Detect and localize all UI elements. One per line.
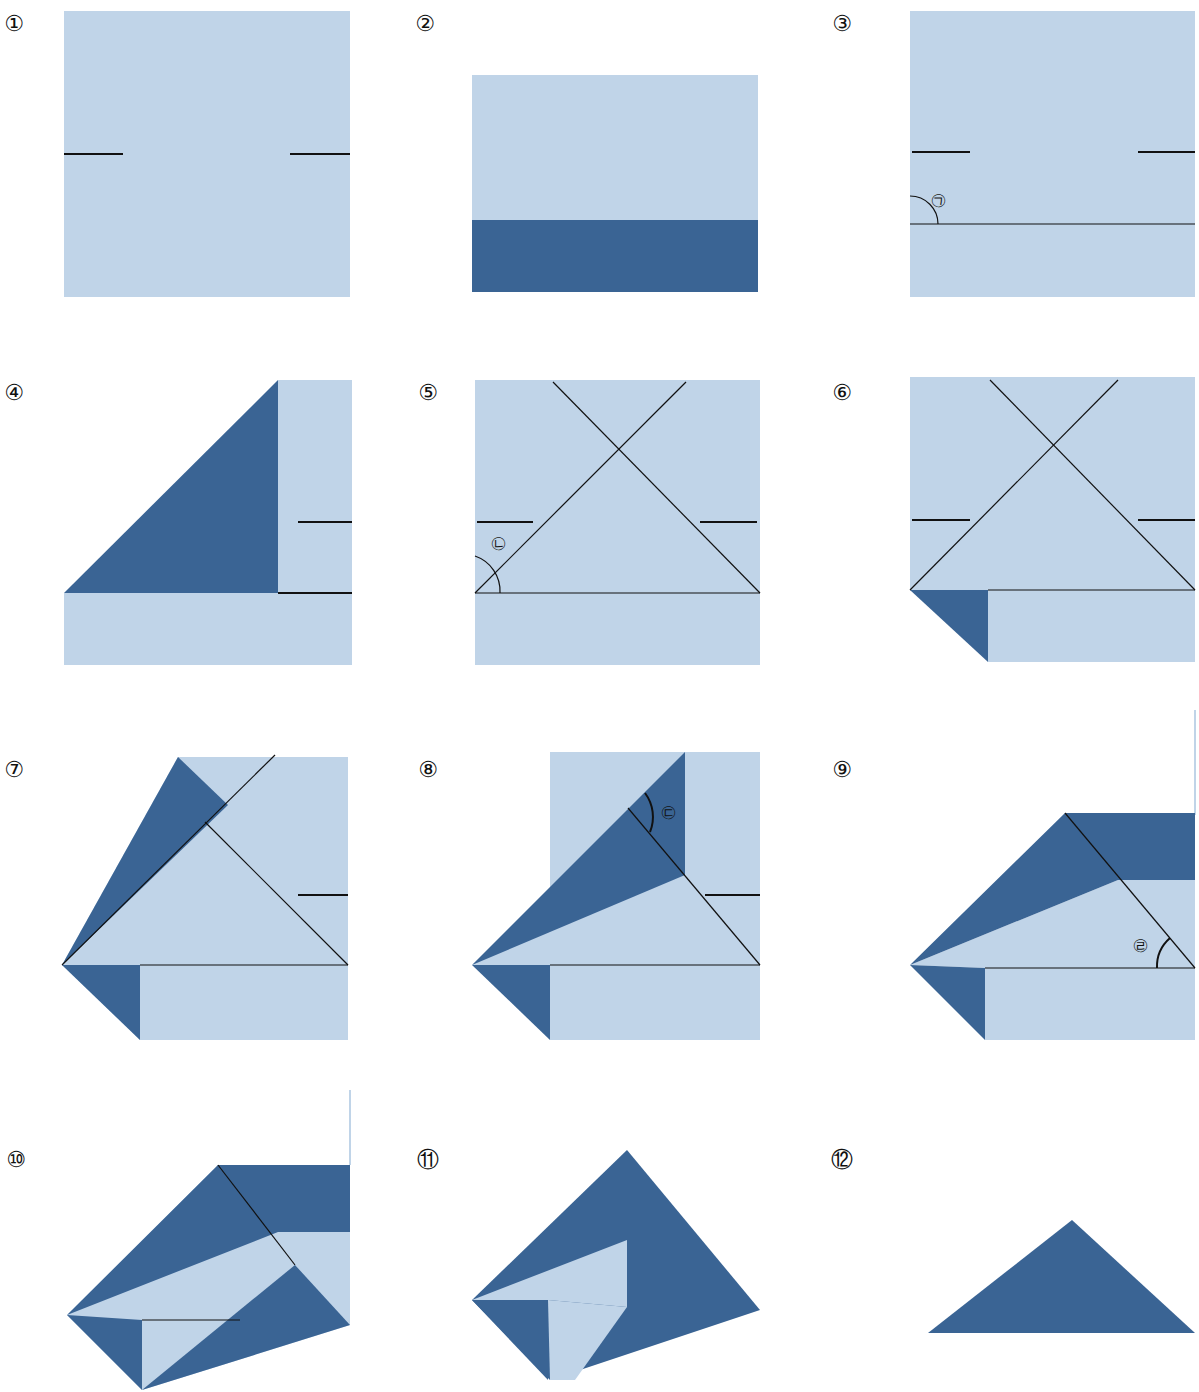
paper-back bbox=[472, 220, 758, 292]
angle-label: ㉡ bbox=[491, 536, 506, 551]
folded-flap bbox=[64, 380, 278, 593]
step-number: ⑩ bbox=[6, 1149, 26, 1171]
step-number: ⑦ bbox=[4, 759, 24, 781]
step-number: ⑤ bbox=[418, 382, 438, 404]
paper-square bbox=[910, 11, 1195, 297]
finished-shape bbox=[928, 1220, 1195, 1333]
step-number: ⑫ bbox=[831, 1149, 853, 1171]
step-number: ④ bbox=[4, 382, 24, 404]
step-number: ⑧ bbox=[418, 759, 438, 781]
step-number: ② bbox=[415, 13, 435, 35]
angle-label: ㉢ bbox=[661, 805, 676, 820]
step-number: ⑥ bbox=[832, 382, 852, 404]
angle-label: ㉠ bbox=[931, 193, 946, 208]
paper-square bbox=[64, 11, 350, 297]
angle-label: ㉣ bbox=[1133, 938, 1148, 953]
step-number: ⑪ bbox=[417, 1149, 439, 1171]
step-number: ⑨ bbox=[832, 759, 852, 781]
paper-front bbox=[472, 75, 758, 220]
step-number: ① bbox=[4, 13, 24, 35]
step-number: ③ bbox=[832, 13, 852, 35]
